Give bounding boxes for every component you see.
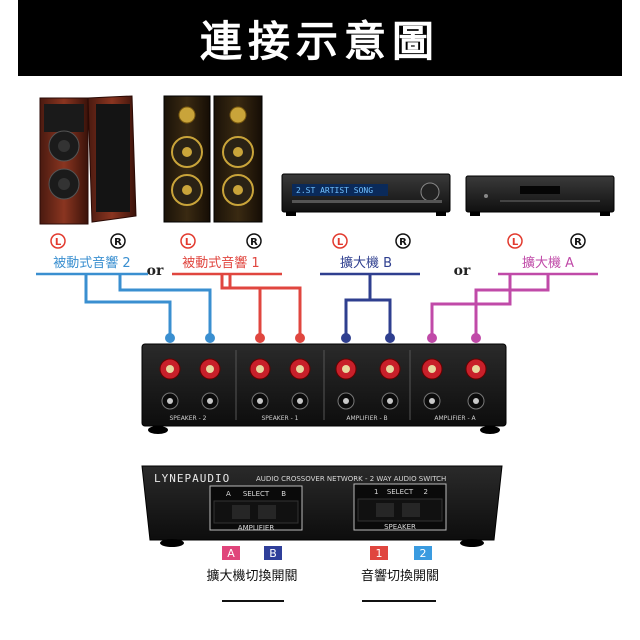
speaker-select-switch[interactable]: 1 SELECT 2 SPEAKER [353,483,447,531]
lr-amplifier-a: L R [507,233,586,249]
device-label-amplifier-a: 擴大機 A [522,255,574,271]
speaker-switch-caption: 音響切換開關 [361,568,439,584]
cable-speaker-2 [84,274,215,343]
title-bar: 連接示意圖 [18,0,622,76]
terminal-post [335,358,357,410]
front-panel-subtitle: AUDIO CROSSOVER NETWORK - 2 WAY AUDIO SW… [256,475,446,483]
or-text: or [147,263,164,279]
rear-label-speaker-2: SPEAKER - 2 [169,415,206,422]
right-marker: R [114,237,122,248]
receiver-display-text: 2.ST ARTIST SONG [296,186,373,195]
svg-text:SELECT: SELECT [387,488,414,496]
amplifier-select-switch[interactable]: A SELECT B AMPLIFIER [209,485,303,532]
cable-amplifier-b [341,274,395,343]
terminal-post [421,358,443,410]
badge-a [222,546,240,560]
terminal-post [249,358,271,410]
right-marker: R [574,237,582,248]
rear-label-amplifier-b: AMPLIFIER - B [346,415,387,422]
right-marker: R [250,237,258,248]
terminal-post [159,358,181,410]
badge-b [264,546,282,560]
svg-text:2: 2 [424,488,428,496]
lr-amplifier-b: L R [332,233,411,249]
speaker-switch-legend: 1 2 音響切換開關 [361,546,439,602]
speaker-switch-name: SPEAKER [384,523,416,531]
left-marker: L [512,237,519,248]
brand-logo: LYNEPAUDIO [154,472,230,485]
amplifier-a-image [465,175,615,216]
svg-text:1: 1 [374,488,378,496]
device-label-speaker-2: 被動式音響 2 [53,255,130,271]
switch-rear-panel [141,343,507,434]
left-marker: L [337,237,344,248]
svg-text:A: A [226,490,231,498]
terminal-post [379,358,401,410]
amplifier-switch-legend: A B 擴大機切換開關 [206,546,298,602]
device-label-amplifier-b: 擴大機 B [340,255,392,271]
terminal-post [289,358,311,410]
svg-text:SELECT: SELECT [243,490,270,498]
terminal-post [465,358,487,410]
svg-text:B: B [269,547,277,560]
badge-2 [414,546,432,560]
rear-label-amplifier-a: AMPLIFIER - A [434,415,476,422]
svg-text:2: 2 [420,547,427,560]
terminal-post [199,358,221,410]
svg-text:A: A [227,547,235,560]
svg-text:1: 1 [376,547,383,560]
amplifier-b-image: 2.ST ARTIST SONG [281,173,451,216]
rear-label-speaker-1: SPEAKER - 1 [261,415,298,422]
speaker-pair-2-image [39,95,137,225]
amplifier-switch-name: AMPLIFIER [238,524,275,532]
cable-amplifier-a [427,274,550,343]
rear-panel-labels: SPEAKER - 2 SPEAKER - 1 AMPLIFIER - B AM… [169,415,476,422]
right-marker: R [399,237,407,248]
device-label-speaker-1: 被動式音響 1 [182,255,259,271]
or-text: or [454,263,471,279]
badge-1 [370,546,388,560]
left-marker: L [185,237,192,248]
cable-speaker-1 [220,274,305,343]
lr-markers: L R L R L R L R [50,233,586,249]
speaker-pair-1-image [163,95,263,223]
switch-front-panel: LYNEPAUDIO AUDIO CROSSOVER NETWORK - 2 W… [141,465,503,547]
lr-speaker-2: L R [50,233,126,249]
lr-speaker-1: L R [180,233,262,249]
page-title: 連接示意圖 [199,16,440,66]
amplifier-switch-caption: 擴大機切換開關 [206,568,297,584]
left-marker: L [55,237,62,248]
terminal-posts [159,358,487,410]
svg-text:B: B [281,490,286,498]
